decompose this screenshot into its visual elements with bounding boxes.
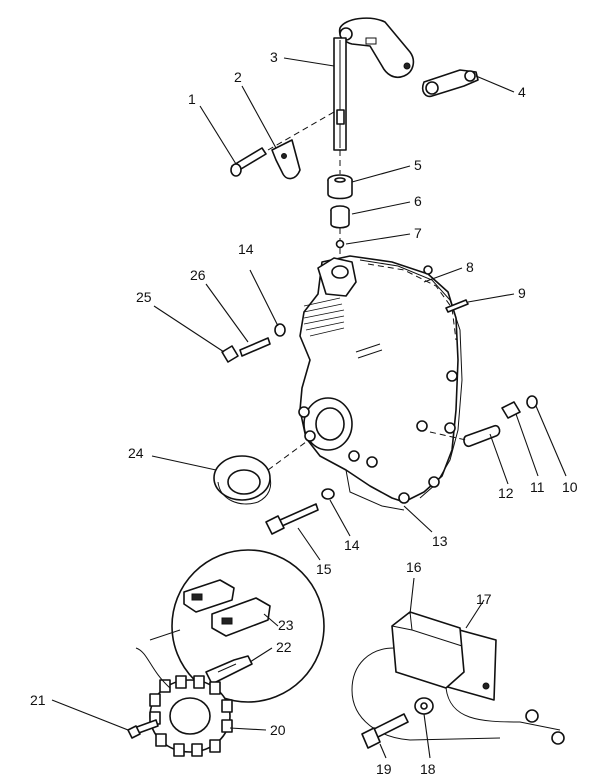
callout-8: 8 [466, 259, 474, 275]
callout-25: 25 [136, 289, 152, 305]
shift-shaft-assembly [333, 17, 415, 151]
callout-3: 3 [270, 49, 278, 65]
callout-5: 5 [414, 157, 422, 173]
callout-4: 4 [518, 84, 526, 100]
electrical-module [351, 611, 565, 749]
washer-lower [321, 488, 335, 500]
callout-22: 22 [276, 639, 292, 655]
callout-19: 19 [376, 761, 392, 777]
callout-20: 20 [270, 722, 286, 738]
inset-terminals [171, 549, 325, 703]
callout-14-lower: 14 [344, 537, 360, 553]
callout-13: 13 [432, 533, 448, 549]
dowel-pin [445, 299, 469, 313]
callout-23: 23 [278, 617, 294, 633]
cover-housing [298, 255, 463, 511]
stud-and-nut [221, 337, 271, 363]
linkage-end [421, 69, 479, 98]
cover-bolt [265, 503, 319, 535]
callout-14-upper: 14 [238, 241, 254, 257]
callout-15: 15 [316, 561, 332, 577]
stator [127, 629, 233, 757]
callout-labels: 1 2 3 4 5 6 7 8 9 10 11 12 13 14 14 15 1… [30, 49, 578, 777]
callout-26: 26 [190, 267, 206, 283]
callout-2: 2 [234, 69, 242, 85]
callout-10: 10 [562, 479, 578, 495]
drain-plug-set [429, 395, 538, 448]
callout-7: 7 [414, 225, 422, 241]
callout-17: 17 [476, 591, 492, 607]
oil-seal [213, 441, 307, 505]
callout-11: 11 [530, 479, 545, 495]
callout-21: 21 [30, 692, 46, 708]
callout-6: 6 [414, 193, 422, 209]
bushing-stack [327, 150, 353, 262]
callout-12: 12 [498, 485, 514, 501]
leader-lines [51, 57, 567, 759]
washer-upper [274, 323, 286, 337]
callout-24: 24 [128, 445, 144, 461]
callout-16: 16 [406, 559, 422, 575]
callout-9: 9 [518, 285, 526, 301]
callout-1: 1 [188, 91, 196, 107]
callout-18: 18 [420, 761, 436, 777]
screw-and-bracket [230, 111, 335, 180]
